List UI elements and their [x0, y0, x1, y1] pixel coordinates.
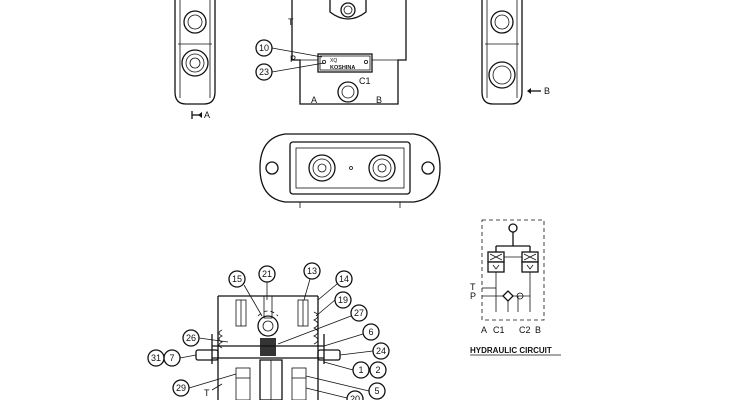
callout-20: 20 [350, 394, 360, 400]
callout-27: 27 [354, 308, 364, 318]
front-label-t: T [288, 17, 294, 27]
callout-15: 15 [232, 274, 242, 284]
callout-19: 19 [338, 295, 348, 305]
callout-23: 23 [259, 67, 269, 77]
top-view [259, 133, 441, 208]
callout-2: 2 [375, 365, 380, 375]
arrow-label-b: B [544, 86, 550, 96]
side-view-right: B [481, 0, 550, 105]
callout-21: 21 [262, 269, 272, 279]
callout-5: 5 [374, 386, 379, 396]
plate-text: KOSHINA [330, 65, 355, 71]
callout-14: 14 [339, 274, 349, 284]
callout-1: 1 [358, 365, 363, 375]
arrow-label-a: A [204, 110, 210, 120]
callout-31: 31 [151, 353, 161, 363]
section-view: T [195, 295, 341, 401]
side-view-left: A [174, 0, 216, 120]
circuit-port-c1: C1 [493, 325, 505, 335]
callout-6: 6 [368, 327, 373, 337]
section-callouts: 15 21 13 14 19 27 6 26 24 31 7 1 [147, 262, 390, 405]
callout-24: 24 [376, 346, 386, 356]
front-label-a: A [311, 95, 317, 105]
hydraulic-circuit: T P A C1 C2 B HYDRAULIC CIRCUIT [470, 219, 561, 356]
callout-26: 26 [186, 333, 196, 343]
callout-13: 13 [307, 266, 317, 276]
section-port-t: T [204, 388, 210, 398]
circuit-port-t: T [470, 282, 476, 292]
callout-29: 29 [176, 383, 186, 393]
circuit-port-b: B [535, 325, 541, 335]
front-label-p: P [290, 54, 296, 64]
front-label-b: B [376, 95, 382, 105]
circuit-port-a: A [481, 325, 487, 335]
circuit-port-c2: C2 [519, 325, 531, 335]
plate-code: XQ [330, 58, 337, 64]
front-label-c1: C1 [359, 76, 371, 86]
circuit-title: HYDRAULIC CIRCUIT [470, 346, 552, 355]
circuit-port-p: P [470, 291, 476, 301]
front-view: XQ KOSHINA T P A B C1 10 23 [255, 0, 407, 105]
callout-7: 7 [169, 353, 174, 363]
callout-10: 10 [259, 43, 269, 53]
